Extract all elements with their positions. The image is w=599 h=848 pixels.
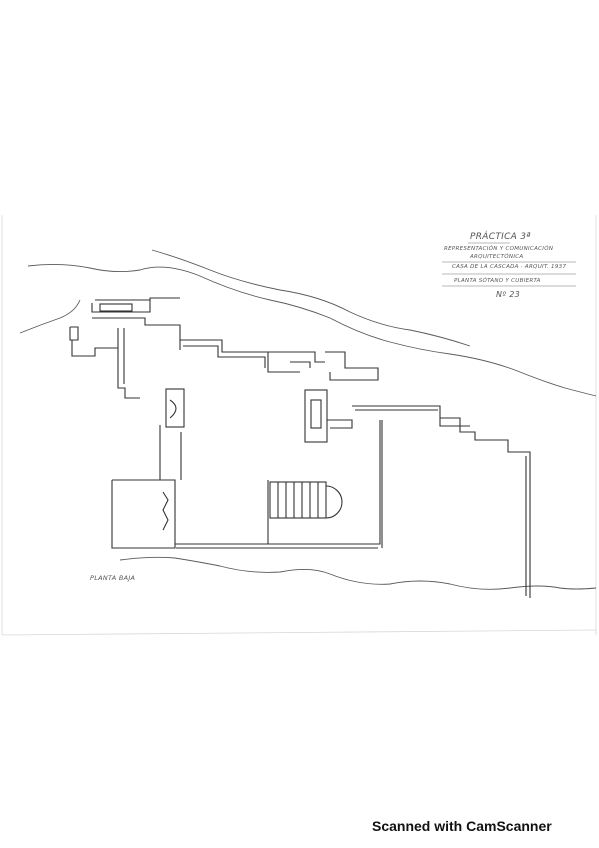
title-block-line-2: ARQUITECTÓNICA [470, 254, 524, 260]
title-block-line-3: CASA DE LA CASCADA · ARQUIT. 1937 [452, 264, 567, 270]
paper-edge [1, 215, 597, 636]
title-block-line-1: REPRESENTACIÓN Y COMUNICACIÓN [444, 246, 554, 252]
title-block-title: PRÁCTICA 3ª [470, 232, 531, 242]
title-block-line-4: PLANTA SÓTANO Y CUBIERTA [454, 278, 541, 284]
scanner-watermark: Scanned with CamScanner [372, 818, 552, 834]
terrain-lines [19, 249, 597, 590]
sheet-number: Nº 23 [496, 290, 520, 299]
floor-plan [69, 297, 531, 598]
plan-label: PLANTA BAJA [90, 574, 136, 582]
title-block-rules [442, 242, 576, 287]
title-block: PRÁCTICA 3ª REPRESENTACIÓN Y COMUNICACIÓ… [440, 228, 580, 308]
